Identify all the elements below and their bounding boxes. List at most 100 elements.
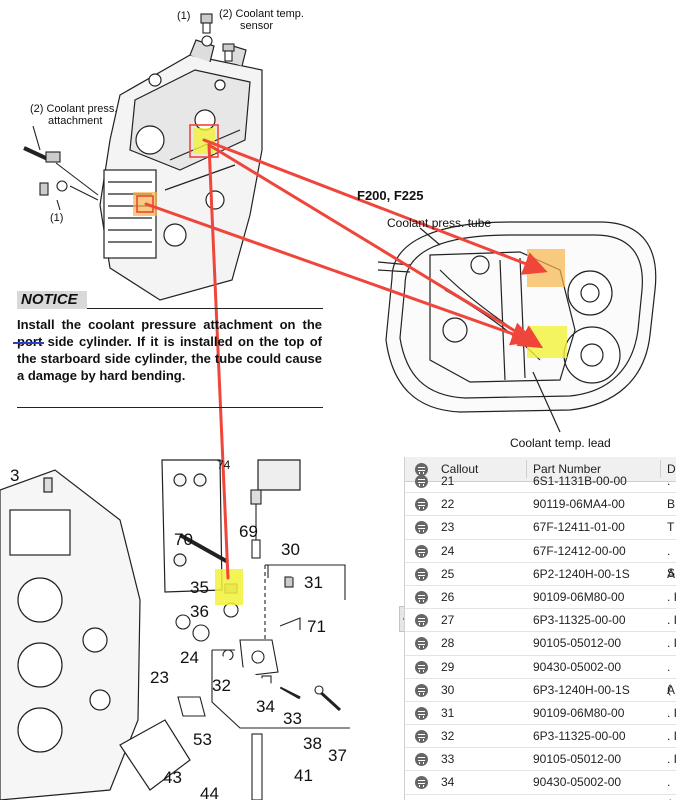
add-to-cart-icon[interactable] (415, 498, 428, 511)
label-coolant-temp-lead: Coolant temp. lead (510, 437, 611, 449)
cell-part-number: 90105-05012-00 (533, 632, 621, 654)
arrow-sensor-to-tube (204, 140, 542, 270)
cell-part-number: 90105-05012-00 (533, 748, 621, 770)
cell-callout: 31 (441, 702, 454, 724)
add-to-cart-icon[interactable] (415, 568, 428, 581)
cell-part-number: 6P3-1240H-00-1S (533, 679, 630, 701)
cell-callout: 23 (441, 516, 454, 538)
cell-part-number: 90430-05002-00 (533, 771, 621, 793)
cell-description: T (667, 516, 674, 538)
callout-item1-left: (1) (50, 212, 63, 224)
cell-part-number: 6P2-1240H-00-1S (533, 563, 630, 585)
table-row[interactable]: 30 6P3-1240H-00-1S A (405, 679, 676, 702)
table-row[interactable]: 26 90109-06M80-00 . I (405, 586, 676, 609)
cell-part-number: 67F-12412-00-00 (533, 540, 626, 562)
add-to-cart-icon[interactable] (415, 475, 428, 488)
add-to-cart-icon[interactable] (415, 753, 428, 766)
add-to-cart-icon[interactable] (415, 591, 428, 604)
cell-callout: 29 (441, 656, 454, 678)
add-to-cart-icon[interactable] (415, 707, 428, 720)
table-row[interactable]: 31 90109-06M80-00 . I (405, 702, 676, 725)
cell-description: . I (667, 702, 676, 724)
notice-struck-word: port (17, 334, 42, 349)
callout-temp-sensor-line1: (2) Coolant temp. (219, 8, 304, 20)
cell-part-number: 6S1-1131B-00-00 (533, 470, 627, 492)
cell-description: . I (667, 586, 676, 608)
cell-description: . (667, 470, 670, 492)
cell-description: . I (667, 632, 676, 654)
part-number-label: 69 (239, 522, 258, 541)
part-number-label: 53 (193, 730, 212, 749)
add-to-cart-icon[interactable] (415, 545, 428, 558)
table-row[interactable]: 27 6P3-11325-00-00 . I (405, 609, 676, 632)
notice-rule-bottom (17, 407, 323, 408)
cell-part-number: 6P3-11325-00-00 (533, 609, 626, 631)
notice-rule-top (87, 308, 323, 309)
part-number-label: 33 (283, 709, 302, 728)
cell-callout: 34 (441, 771, 454, 793)
part-number-label: 71 (307, 617, 326, 636)
part-number-label: 24 (180, 648, 199, 667)
label-coolant-press-tube: Coolant press. tube (387, 217, 491, 229)
notice-text: Install the coolant pressure attachment … (17, 316, 322, 384)
cell-description: . I (667, 609, 676, 631)
cell-part-number: 90119-06MA4-00 (533, 493, 625, 515)
part-number-label: 34 (256, 697, 275, 716)
cell-callout: 26 (441, 586, 454, 608)
cell-description: . (667, 795, 670, 800)
add-to-cart-icon[interactable] (415, 684, 428, 697)
cell-callout: 33 (441, 748, 454, 770)
part-number-label: 70 (174, 530, 193, 549)
notice-text-before: Install the coolant pressure attachment … (17, 317, 322, 332)
table-row[interactable]: 28 90105-05012-00 . I (405, 632, 676, 655)
add-to-cart-icon[interactable] (415, 637, 428, 650)
cell-description: . I (667, 725, 676, 747)
notice-text-after: side cylinder. If it is installed on the… (17, 334, 322, 383)
callout-item1-top: (1) (177, 10, 190, 22)
model-title: F200, F225 (357, 188, 424, 203)
cell-part-number: 90109-06M80-00 (533, 586, 624, 608)
callout-press-attachment-line1: (2) Coolant press. (30, 103, 117, 115)
add-to-cart-icon[interactable] (415, 776, 428, 789)
part-number-label: 43 (163, 768, 182, 787)
table-row[interactable]: 22 90119-06MA4-00 B (405, 493, 676, 516)
add-to-cart-icon[interactable] (415, 521, 428, 534)
cell-description: B (667, 493, 675, 515)
add-to-cart-icon[interactable] (415, 730, 428, 743)
cell-callout: 27 (441, 609, 454, 631)
cell-part-number: 90109-06M80-00 (533, 702, 624, 724)
part-number-label: 35 (190, 578, 209, 597)
add-to-cart-icon[interactable] (415, 661, 428, 674)
part-number-label: 30 (281, 540, 300, 559)
part-number-label: 41 (294, 766, 313, 785)
part-number-label: 3 (10, 466, 19, 485)
cell-callout: 25 (441, 563, 454, 585)
cell-callout: 30 (441, 679, 454, 701)
engine-block-top-drawing (100, 40, 262, 300)
part-number-label: 74 (217, 458, 230, 472)
cell-part-number: 90340-14M06-00 (533, 795, 624, 800)
callout-temp-sensor-line2: sensor (240, 20, 273, 32)
add-to-cart-icon[interactable] (415, 614, 428, 627)
part-number-label: 23 (150, 668, 169, 687)
cell-description: A (667, 679, 675, 701)
cell-callout: 24 (441, 540, 454, 562)
cell-callout: 28 (441, 632, 454, 654)
callout-press-attachment-line2: attachment (48, 115, 102, 127)
table-row[interactable]: 3590340-14M06-00. (405, 795, 676, 800)
part-number-label: 37 (328, 746, 347, 765)
cell-callout: 32 (441, 725, 454, 747)
cell-part-number: 6P3-11325-00-00 (533, 725, 626, 747)
part-number-label: 32 (212, 676, 231, 695)
table-row[interactable]: 32 6P3-11325-00-00 . I (405, 725, 676, 748)
cell-callout: 22 (441, 493, 454, 515)
